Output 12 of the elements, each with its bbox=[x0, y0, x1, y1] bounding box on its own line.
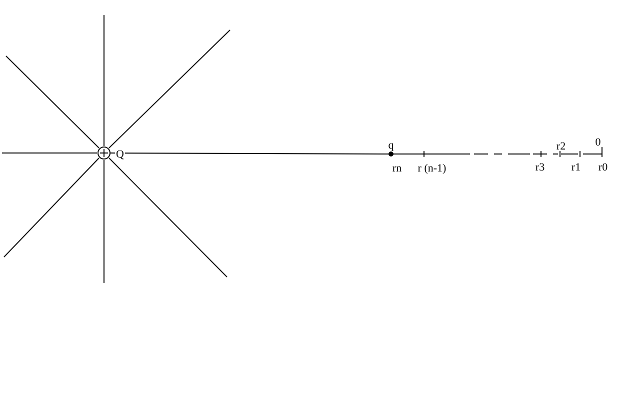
distance-label: r (n-1) bbox=[418, 164, 446, 174]
distance-label: r0 bbox=[598, 162, 608, 174]
charge-label: q bbox=[387, 140, 395, 152]
point-charge bbox=[388, 152, 394, 156]
distance-label: rn bbox=[392, 164, 402, 174]
distance-label: r2 bbox=[556, 142, 566, 152]
charge-label: Q bbox=[115, 150, 125, 160]
origin-label: 0 bbox=[595, 138, 601, 148]
distance-label: r3 bbox=[535, 162, 545, 174]
distance-label: r1 bbox=[571, 162, 581, 174]
charge-symbol bbox=[98, 146, 110, 160]
field-line bbox=[110, 152, 389, 154]
